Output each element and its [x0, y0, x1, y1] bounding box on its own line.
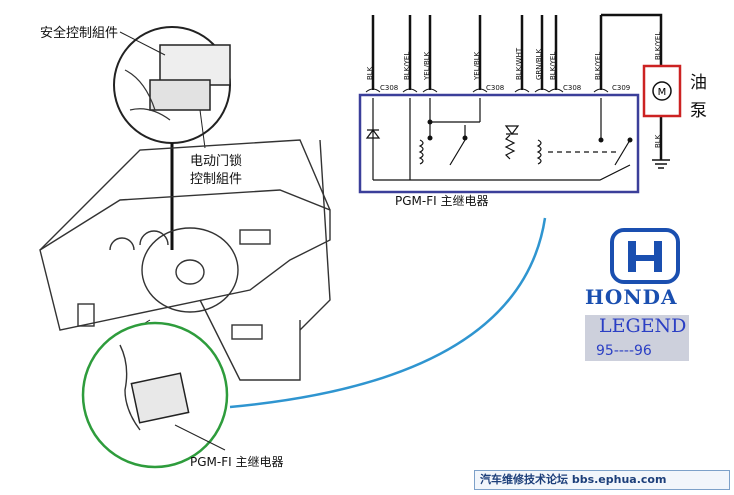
diode-2 — [504, 125, 520, 135]
label-fuel-pump-line1: 油 — [690, 73, 707, 93]
wire-label-5: BLK/WHT — [515, 47, 523, 80]
top-callout-wires — [124, 69, 171, 121]
diode-1 — [365, 129, 381, 139]
leader-safety — [119, 31, 166, 56]
wire-line-9 — [601, 13, 663, 70]
footer-bar — [474, 470, 730, 490]
wire-label-10: BLK — [654, 134, 662, 148]
label-door-lock-line2: 控制組件 — [190, 172, 243, 187]
coil-1 — [418, 139, 424, 165]
leader-relay-bottom — [174, 424, 226, 451]
leader-door-lock — [199, 109, 206, 149]
wire-label-3: YEL/BLK — [423, 51, 431, 80]
model-years: 95----96 — [596, 343, 652, 359]
relay-internal — [365, 98, 631, 181]
wire-label-8: BLK/YEL — [594, 51, 602, 80]
node-5 — [627, 137, 633, 143]
node-1 — [427, 119, 433, 125]
switch-2 — [614, 139, 631, 166]
legend-box — [585, 315, 689, 361]
wire-label-4: YEL/BLK — [473, 51, 481, 80]
node-4 — [598, 137, 604, 143]
pump-motor-circle — [652, 81, 672, 101]
honda-h-mark — [628, 241, 662, 272]
bottom-callout — [81, 319, 229, 469]
connection-curve — [229, 217, 547, 409]
wire-label-9: BLK/YEL — [654, 31, 662, 60]
footer-forum-link[interactable]: 汽车维修技术论坛 bbs.ephua.com — [480, 473, 667, 486]
label-safety-unit: 安全控制組件 — [40, 26, 119, 41]
relay-box — [358, 93, 640, 194]
switch-1 — [449, 125, 466, 166]
wire-label-7: BLK/YEL — [549, 51, 557, 80]
steering-wheel — [141, 227, 239, 313]
label-main-relay-bottom: PGM-FI 主继电器 — [190, 455, 284, 469]
safety-unit-box — [159, 44, 231, 86]
label-fuel-pump-line2: 泵 — [690, 101, 707, 121]
dash-outline — [39, 189, 331, 331]
connector-label-1: C308 — [380, 84, 399, 92]
pump-motor-symbol: M — [658, 87, 667, 98]
main-relay-box — [130, 372, 190, 424]
coil-2 — [536, 139, 542, 165]
relay-nodes — [427, 119, 633, 143]
resistor-1 — [504, 134, 516, 160]
cluster-gauges — [109, 230, 169, 251]
door-lock-unit-box — [149, 79, 211, 111]
wire-lines — [371, 13, 663, 160]
honda-wordmark: HONDA — [585, 285, 678, 309]
steering-hub — [175, 259, 205, 285]
console-line — [199, 299, 301, 381]
node-2 — [427, 135, 433, 141]
model-name: LEGEND — [599, 315, 687, 337]
node-3 — [462, 135, 468, 141]
shifter — [231, 324, 263, 340]
label-main-relay-top: PGM-FI 主继电器 — [395, 194, 489, 208]
wire-label-2: BLK/YEL — [403, 51, 411, 80]
label-door-lock-line1: 电动门锁 — [190, 154, 243, 169]
windshield-line — [39, 139, 331, 251]
wire-label-1: BLK — [366, 66, 374, 80]
ground-symbol — [652, 159, 670, 169]
door-panel-lines — [299, 139, 331, 331]
connector-label-2: C308 — [486, 84, 505, 92]
relay-bracket — [119, 344, 141, 431]
bottom-return — [373, 164, 631, 181]
dash-vent-right — [239, 229, 271, 245]
connector-label-4: C309 — [612, 84, 631, 92]
glovebox-left — [77, 303, 95, 327]
dashboard-sketch — [39, 139, 331, 381]
connector-label-3: C308 — [563, 84, 582, 92]
top-callout — [113, 26, 231, 250]
wire-label-6: GRN/BLK — [535, 48, 543, 80]
honda-logo-icon — [610, 228, 680, 284]
